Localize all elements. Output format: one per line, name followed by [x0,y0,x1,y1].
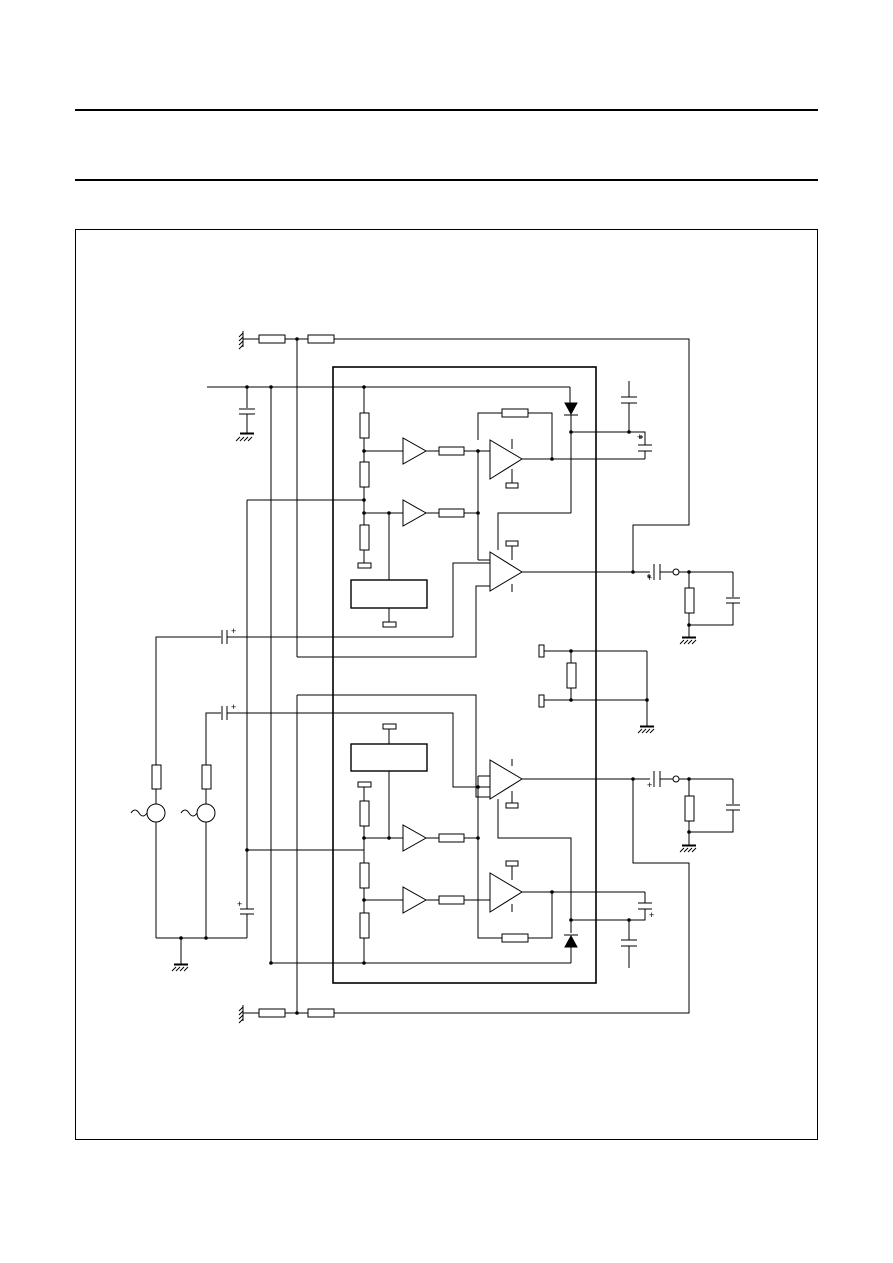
resistor-icon [684,795,695,822]
output-terminal [672,775,680,783]
diode-icon [564,402,578,416]
polarity-plus: + [237,899,242,909]
amplifier-icon [489,759,523,800]
capacitor-icon [621,939,637,947]
resistor-icon [684,587,695,614]
amplifier-icon [402,886,428,914]
resistor-icon [307,334,335,344]
amplifier-icon [489,551,523,592]
output-terminal [672,568,680,576]
polarity-plus: + [231,626,236,636]
resistor-icon [258,334,286,344]
junction-dots [179,337,691,1015]
ground-icon [238,331,244,350]
capacitor-icon [621,396,637,404]
sine-symbol-icon [180,809,198,817]
polarity-plus: + [649,910,654,920]
resistor-icon [307,1008,335,1018]
pin-stub [505,802,519,809]
amplifier-icon [402,824,428,852]
resistor-icon [359,862,370,889]
pin-stub [382,621,397,628]
resistor-icon [501,408,529,418]
polarized-capacitor-icon [638,902,652,910]
sine-source-icon [146,803,166,823]
ground-icon [679,636,697,645]
pin-stub [357,781,372,788]
resistor-icon [501,933,529,943]
resistor-icon [201,764,212,790]
figure-frame [75,229,818,1140]
polarity-plus: + [637,432,642,442]
pin-stub [505,540,519,547]
amplifier-icon [402,499,428,527]
resistor-icon [438,508,465,518]
header-rule-bottom [75,179,818,181]
polarized-capacitor-icon [221,706,228,720]
ground-icon [238,1005,244,1024]
reference-block [350,579,428,609]
ground-icon [679,844,697,853]
ground-icon [171,963,189,972]
diode-icon [564,934,578,948]
pin-stub [357,562,372,569]
resistor-icon [359,912,370,939]
resistor-icon [438,895,465,905]
polarized-capacitor-icon [653,771,661,787]
resistor-icon [359,800,370,827]
pin-stub [505,860,519,867]
capacitor-icon [726,804,740,811]
polarity-plus: + [647,780,652,790]
capacitor-icon [239,408,255,415]
reference-block [350,743,428,772]
pin-stub [538,644,545,658]
amplifier-icon [402,437,428,465]
polarity-plus: + [647,573,652,583]
resistor-icon [359,461,370,488]
pin-stub [382,723,397,730]
polarized-capacitor-icon [240,908,254,915]
sine-symbol-icon [130,809,148,817]
ground-icon [235,432,254,442]
resistor-icon [438,446,465,456]
polarity-plus: + [231,702,236,712]
resistor-icon [258,1008,286,1018]
resistor-icon [438,833,465,843]
ic-package-outline [332,366,597,984]
capacitor-icon [726,597,740,604]
resistor-icon [359,412,370,439]
sine-source-icon [196,803,216,823]
header-rule-top [75,109,818,111]
amplifier-icon [489,872,523,913]
amplifier-icon [489,439,523,480]
pin-stub [538,694,545,708]
resistor-icon [359,524,370,551]
polarized-capacitor-icon [221,630,228,644]
ground-icon [637,725,655,734]
pin-stub [505,482,519,489]
resistor-icon [566,662,577,689]
resistor-icon [151,764,162,790]
